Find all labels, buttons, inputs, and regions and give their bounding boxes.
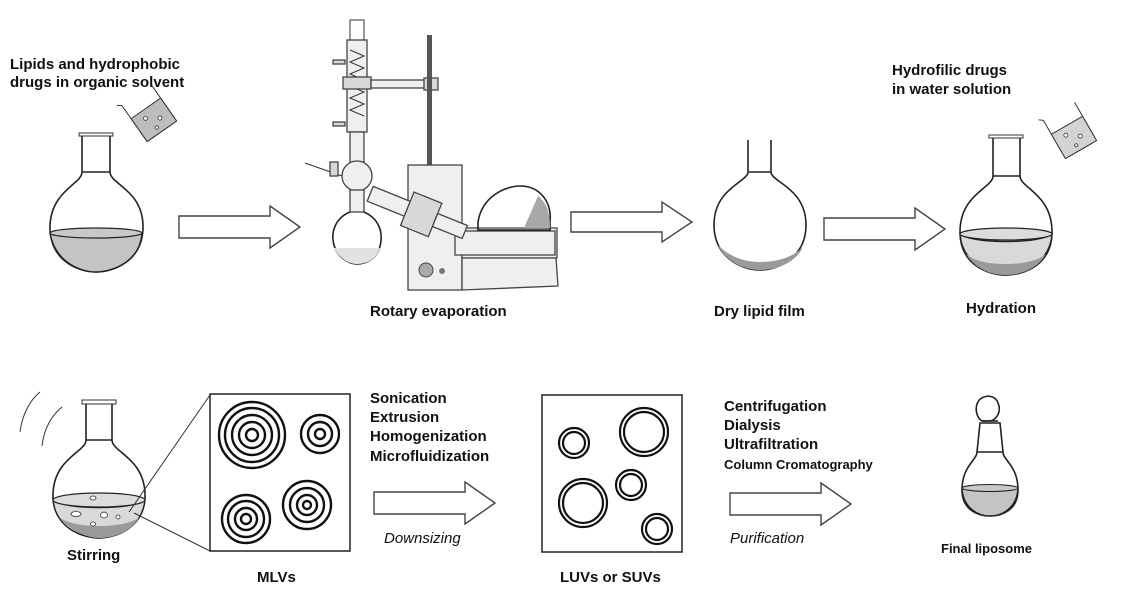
- step1-label-line1: Lipids and hydrophobic: [10, 56, 180, 73]
- unilamellar-vesicle: [557, 477, 609, 529]
- step5-label: Stirring: [67, 547, 120, 564]
- step4-label: Hydration: [966, 300, 1036, 317]
- step8-label: Final liposome: [941, 541, 1032, 556]
- downsizing-method: Microfluidization: [370, 448, 489, 465]
- step4-top-line2: in water solution: [892, 81, 1011, 98]
- step8-final-liposome-flask: Final liposome: [941, 395, 1032, 556]
- beaker-icon: [116, 84, 178, 143]
- purification-caption: Purification: [730, 530, 804, 547]
- step5-flask-stirring: Stirring: [19, 391, 146, 564]
- step6-label: MLVs: [257, 569, 296, 586]
- purification-methods: Centrifugation Dialysis Ultrafiltration …: [724, 398, 874, 472]
- step6-mlvs-box: MLVs: [209, 393, 351, 586]
- purification-method: Dialysis: [724, 417, 781, 434]
- round-bottom-flask-icon: [49, 132, 144, 273]
- unilamellar-vesicle: [614, 468, 648, 502]
- downsizing-method: Sonication: [370, 390, 447, 407]
- step3-label: Dry lipid film: [714, 303, 805, 320]
- zoom-indicator-lines: [128, 394, 211, 552]
- purification-method: Centrifugation: [724, 398, 827, 415]
- step4-top-line1: Hydrofilic drugs: [892, 62, 1007, 79]
- multilamellar-vesicle: [281, 479, 333, 531]
- purification-method: Column Cromatography: [724, 457, 874, 472]
- rotary-evaporator: Rotary evaporation: [304, 19, 559, 320]
- step1-flask-organic-solvent: Lipids and hydrophobic drugs in organic …: [10, 56, 184, 273]
- beaker-icon: [1038, 102, 1098, 160]
- step7-label: LUVs or SUVs: [560, 569, 661, 586]
- downsizing-caption: Downsizing: [384, 530, 461, 547]
- arrow-to-hydration: [823, 206, 947, 252]
- step1-label-line2: drugs in organic solvent: [10, 74, 184, 91]
- stirring-motion-icon: [19, 391, 63, 447]
- downsizing-methods: Sonication Extrusion Homogenization Micr…: [370, 390, 489, 465]
- downsizing-method: Homogenization: [370, 428, 487, 445]
- downsizing-method: Extrusion: [370, 409, 439, 426]
- step3-flask-dry-lipid-film: Dry lipid film: [713, 140, 807, 320]
- multilamellar-vesicle: [220, 493, 272, 545]
- unilamellar-vesicle: [557, 426, 591, 460]
- purification-method: Ultrafiltration: [724, 436, 818, 453]
- step4-flask-hydration: Hydrofilic drugs in water solution Hydra…: [892, 62, 1098, 317]
- step7-luvs-suvs-box: LUVs or SUVs: [541, 394, 683, 586]
- arrow-purification: [729, 481, 853, 527]
- multilamellar-vesicle: [217, 400, 287, 470]
- arrow-downsizing: [373, 480, 497, 526]
- step2-label: Rotary evaporation: [370, 303, 507, 320]
- arrow-to-dry-lipid-film: [570, 200, 694, 244]
- unilamellar-vesicle: [640, 512, 674, 546]
- unilamellar-vesicle: [618, 406, 670, 458]
- multilamellar-vesicle: [299, 413, 341, 455]
- arrow-to-rotary-evaporation: [178, 204, 302, 250]
